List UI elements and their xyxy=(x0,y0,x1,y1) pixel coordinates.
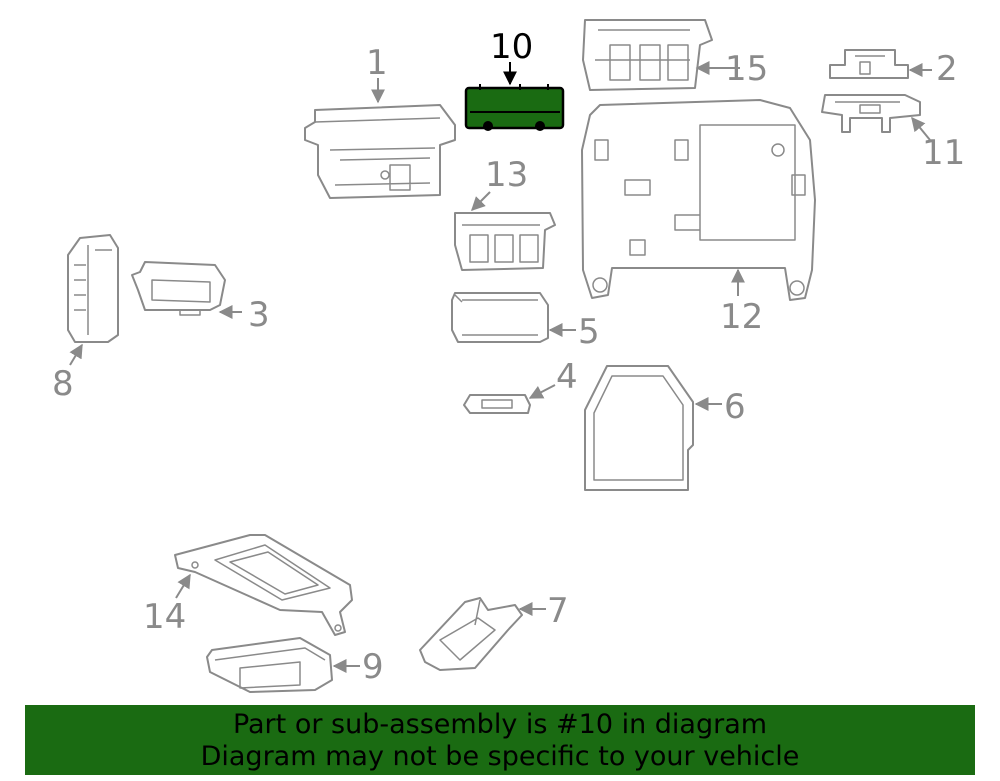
callout-12: 12 xyxy=(720,297,763,337)
part-7-module[interactable] xyxy=(419,597,523,671)
callout-2: 2 xyxy=(936,49,958,89)
banner-line-1: Part or sub-assembly is #10 in diagram xyxy=(232,709,768,740)
callout-11: 11 xyxy=(922,133,965,173)
part-5-module[interactable] xyxy=(451,292,549,343)
part-8-module[interactable] xyxy=(67,234,119,343)
callout-14: 14 xyxy=(143,597,186,637)
part-1-module[interactable] xyxy=(304,104,456,199)
callout-13: 13 xyxy=(485,155,528,195)
part-2-module[interactable] xyxy=(829,49,909,79)
callout-15: 15 xyxy=(725,49,768,89)
callout-8: 8 xyxy=(52,364,74,404)
callout-6: 6 xyxy=(724,387,746,427)
callout-5: 5 xyxy=(578,312,600,352)
part-10-module[interactable] xyxy=(464,84,565,131)
part-14-tray[interactable] xyxy=(174,534,353,636)
callout-10: 10 xyxy=(490,27,533,67)
part-3-module[interactable] xyxy=(131,261,226,316)
part-6-bracket[interactable] xyxy=(584,365,694,491)
callout-3: 3 xyxy=(248,295,270,335)
callout-1: 1 xyxy=(366,43,388,83)
callout-4: 4 xyxy=(556,357,578,397)
part-15-module[interactable] xyxy=(582,19,713,91)
banner-line-2: Diagram may not be specific to your vehi… xyxy=(200,741,800,772)
callout-7: 7 xyxy=(547,591,569,631)
part-9-module[interactable] xyxy=(206,637,333,693)
part-4-module[interactable] xyxy=(463,394,531,414)
part-12-bracket[interactable] xyxy=(581,99,816,301)
info-banner: Part or sub-assembly is #10 in diagram D… xyxy=(25,705,975,775)
part-11-module[interactable] xyxy=(821,94,921,133)
part-13-module[interactable] xyxy=(454,212,556,271)
callout-9: 9 xyxy=(362,647,384,687)
